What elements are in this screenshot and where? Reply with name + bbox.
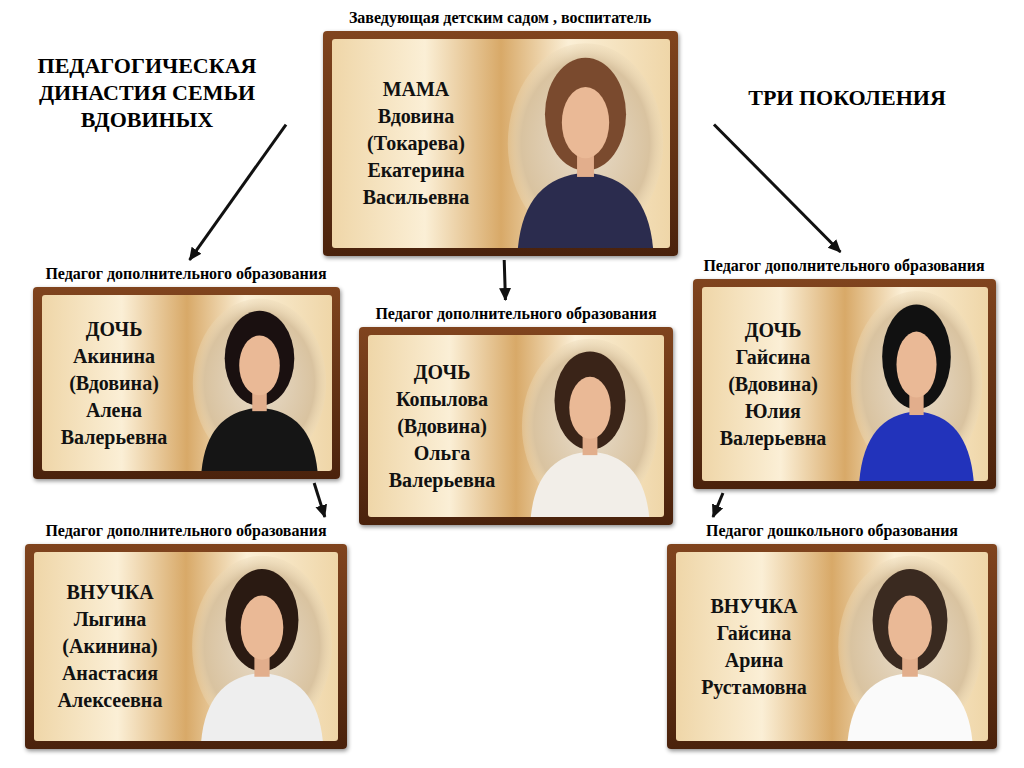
book-page bbox=[516, 335, 664, 517]
text-area: ДОЧЬ Гайсина (Вдовина) Юлия Валерьевна bbox=[702, 287, 845, 481]
open-book: ДОЧЬ Акинина (Вдовина) Алена Валерьевна bbox=[33, 287, 340, 479]
text-area: ВНУЧКА Гайсина Арина Рустамовна bbox=[676, 552, 832, 741]
role-heading: Педагог дошкольного образования bbox=[662, 521, 1002, 541]
open-book: ВНУЧКА Гайсина Арина Рустамовна bbox=[667, 544, 997, 749]
book-page: ДОЧЬ Гайсина (Вдовина) Юлия Валерьевна bbox=[702, 287, 845, 481]
shoulders bbox=[531, 451, 649, 517]
book-page bbox=[832, 552, 988, 741]
face bbox=[561, 87, 608, 158]
face bbox=[896, 332, 936, 398]
arrow-connector bbox=[504, 260, 505, 300]
arrow-connector bbox=[314, 483, 325, 517]
portrait-illustration bbox=[516, 335, 664, 517]
face bbox=[239, 335, 280, 395]
role-heading: Педагог дополнительного образования bbox=[8, 521, 364, 541]
arrow-connector bbox=[714, 125, 840, 252]
shoulders bbox=[517, 173, 652, 248]
portrait-illustration bbox=[187, 295, 332, 471]
book-node: Педагог дополнительного образованияДОЧЬ … bbox=[340, 304, 692, 525]
shoulders bbox=[848, 673, 973, 741]
text-area: ДОЧЬ Копылова (Вдовина) Ольга Валерьевна bbox=[368, 335, 516, 517]
arrow-connector bbox=[190, 125, 286, 260]
book-page bbox=[186, 552, 338, 741]
hair bbox=[554, 351, 625, 449]
portrait-illustration bbox=[845, 287, 988, 481]
book-page bbox=[187, 295, 332, 471]
role-heading: Педагог дополнительного образования bbox=[340, 304, 692, 324]
book-node: Педагог дошкольного образованияВНУЧКА Га… bbox=[662, 521, 1002, 749]
hair bbox=[873, 569, 948, 671]
shoulders bbox=[201, 673, 323, 741]
book-page: ДОЧЬ Копылова (Вдовина) Ольга Валерьевна bbox=[368, 335, 516, 517]
person-name: ВНУЧКА Гайсина Арина Рустамовна bbox=[690, 593, 818, 701]
face bbox=[569, 377, 610, 439]
shoulders bbox=[859, 411, 973, 481]
face bbox=[888, 595, 932, 659]
book-page bbox=[501, 39, 670, 248]
open-book: ДОЧЬ Копылова (Вдовина) Ольга Валерьевна bbox=[359, 327, 673, 525]
text-area: ДОЧЬ Акинина (Вдовина) Алена Валерьевна bbox=[42, 295, 187, 471]
book-page: ВНУЧКА Гайсина Арина Рустамовна bbox=[676, 552, 832, 741]
person-name: ДОЧЬ Акинина (Вдовина) Алена Валерьевна bbox=[50, 316, 178, 451]
text-area: ВНУЧКА Лыгина (Акинина) Анастасия Алексе… bbox=[34, 552, 186, 741]
hair bbox=[882, 304, 951, 409]
diagram-title: ПЕДАГОГИЧЕСКАЯ ДИНАСТИЯ СЕМЬИ ВДОВИНЫХ bbox=[12, 52, 282, 133]
portrait-illustration bbox=[501, 39, 670, 248]
hair bbox=[224, 311, 294, 406]
book-node: Заведующая детским садом , воспитательМА… bbox=[290, 8, 710, 256]
book-page: ДОЧЬ Акинина (Вдовина) Алена Валерьевна bbox=[42, 295, 187, 471]
book-page bbox=[845, 287, 988, 481]
portrait-illustration bbox=[186, 552, 338, 741]
person-name: ДОЧЬ Копылова (Вдовина) Ольга Валерьевна bbox=[378, 359, 506, 494]
person-name: МАМА Вдовина (Токарева) Екатерина Василь… bbox=[352, 76, 480, 211]
book-page: МАМА Вдовина (Токарева) Екатерина Василь… bbox=[332, 39, 501, 248]
book-node: Педагог дополнительного образованияВНУЧК… bbox=[8, 521, 364, 749]
role-heading: Педагог дополнительного образования bbox=[8, 264, 364, 284]
book-node: Педагог дополнительного образованияДОЧЬ … bbox=[8, 264, 364, 479]
person-name: ДОЧЬ Гайсина (Вдовина) Юлия Валерьевна bbox=[709, 317, 837, 452]
portrait-illustration bbox=[832, 552, 988, 741]
open-book: МАМА Вдовина (Токарева) Екатерина Василь… bbox=[323, 31, 678, 256]
side-label: ТРИ ПОКОЛЕНИЯ bbox=[722, 84, 972, 111]
open-book: ДОЧЬ Гайсина (Вдовина) Юлия Валерьевна bbox=[693, 279, 996, 489]
hair bbox=[226, 569, 299, 671]
role-heading: Заведующая детским садом , воспитатель bbox=[290, 8, 710, 28]
book-node: Педагог дополнительного образованияДОЧЬ … bbox=[666, 256, 1022, 489]
shoulders bbox=[201, 408, 317, 471]
role-heading: Педагог дополнительного образования bbox=[666, 256, 1022, 276]
open-book: ВНУЧКА Лыгина (Акинина) Анастасия Алексе… bbox=[25, 544, 347, 749]
person-name: ВНУЧКА Лыгина (Акинина) Анастасия Алексе… bbox=[46, 579, 174, 714]
text-area: МАМА Вдовина (Токарева) Екатерина Василь… bbox=[332, 39, 501, 248]
face bbox=[241, 595, 284, 659]
hair bbox=[544, 58, 625, 171]
arrow-connector bbox=[713, 493, 723, 517]
book-page: ВНУЧКА Лыгина (Акинина) Анастасия Алексе… bbox=[34, 552, 186, 741]
